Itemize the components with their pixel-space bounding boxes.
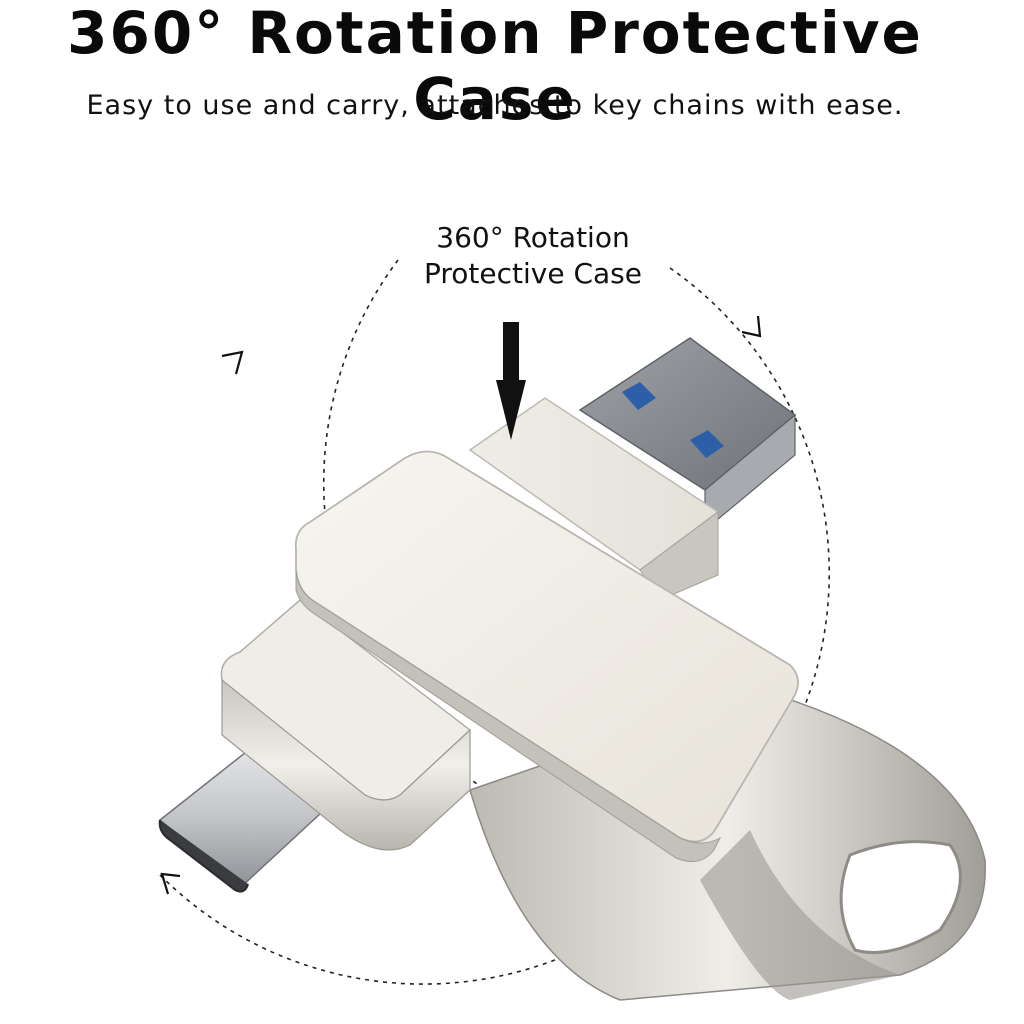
usb-port-blue-left	[622, 382, 656, 410]
product-subtitle: Easy to use and carry, attaches to key c…	[86, 90, 904, 121]
swivel-cap	[294, 450, 799, 863]
usb-a-connector	[578, 337, 797, 532]
rotation-arc	[159, 259, 830, 985]
pointer-arrow	[496, 322, 526, 440]
callout-line-1: 360° Rotation	[436, 221, 630, 254]
callout-line-2: Protective Case	[424, 257, 642, 290]
rotation-callout: 360° Rotation Protective Case	[408, 220, 658, 292]
drive-lower-housing	[220, 599, 472, 851]
drive-body	[468, 397, 720, 601]
product-title: 360° Rotation Protective Case	[67, 0, 923, 133]
usb-port-blue-right	[690, 430, 724, 458]
